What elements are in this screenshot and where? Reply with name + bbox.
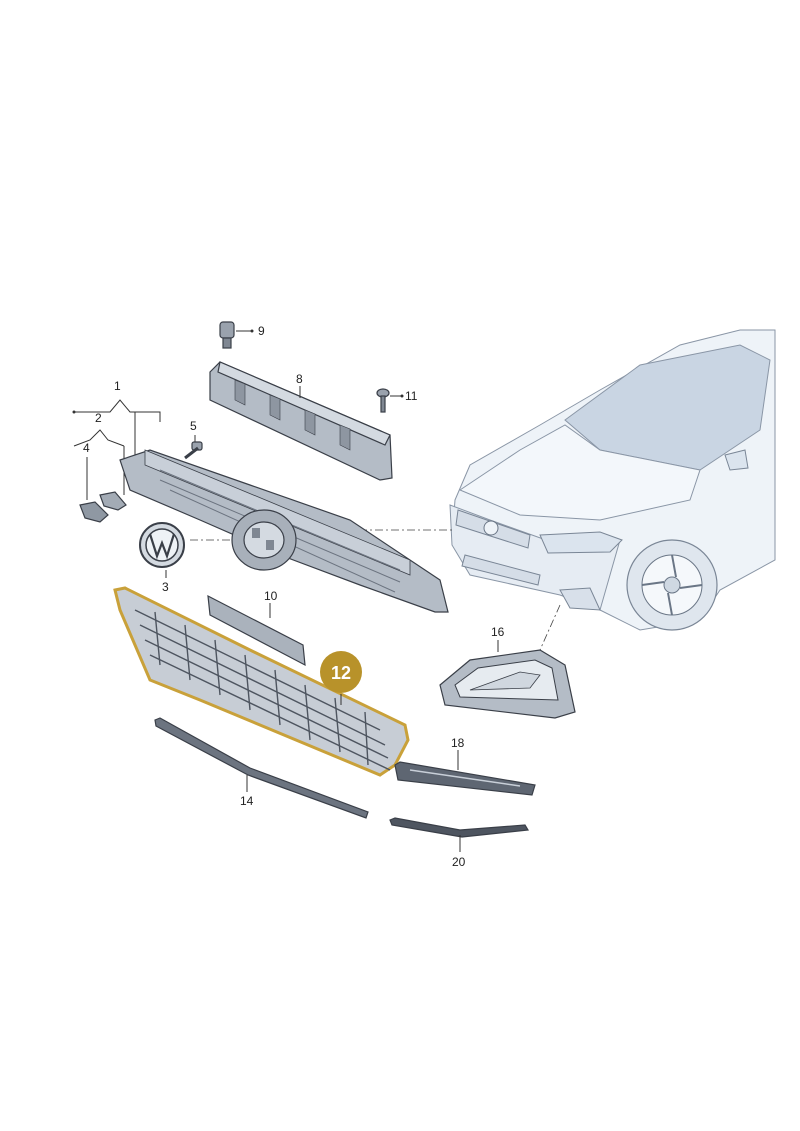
part-upper-grille[interactable]: [119, 449, 449, 613]
part-9-clip[interactable]: [219, 321, 235, 349]
callout-2: 2: [95, 411, 102, 425]
callout-18: 18: [451, 736, 465, 750]
part-8-carrier[interactable]: [209, 361, 393, 481]
part-14-trim-strip[interactable]: [154, 717, 369, 819]
callout-20: 20: [452, 855, 466, 869]
callout-10: 10: [264, 589, 278, 603]
car-illustration: [449, 329, 776, 631]
part-11-screw[interactable]: [376, 388, 390, 413]
svg-text:12: 12: [331, 663, 351, 683]
callout-16: 16: [491, 625, 505, 639]
callout-8: 8: [296, 372, 303, 386]
part-20-strip[interactable]: [389, 817, 529, 838]
vw-logo-icon[interactable]: [139, 522, 185, 568]
callout-3: 3: [162, 580, 169, 594]
callout-14: 14: [240, 794, 254, 808]
part-10-plate[interactable]: [207, 594, 306, 667]
callout-9: 9: [258, 324, 265, 338]
callout-4: 4: [83, 441, 90, 455]
part-5-screw[interactable]: [184, 441, 203, 460]
part-18-insert[interactable]: [394, 761, 536, 796]
callout-1: 1: [114, 379, 121, 393]
callout-5: 5: [190, 419, 197, 433]
part-4-clip[interactable]: [79, 491, 127, 523]
part-12-lower-grille[interactable]: [113, 586, 410, 777]
selected-part-badge[interactable]: 12: [320, 651, 362, 693]
callout-11: 11: [405, 389, 418, 403]
part-16-side-insert[interactable]: [439, 649, 576, 719]
reference-line: [539, 604, 561, 651]
